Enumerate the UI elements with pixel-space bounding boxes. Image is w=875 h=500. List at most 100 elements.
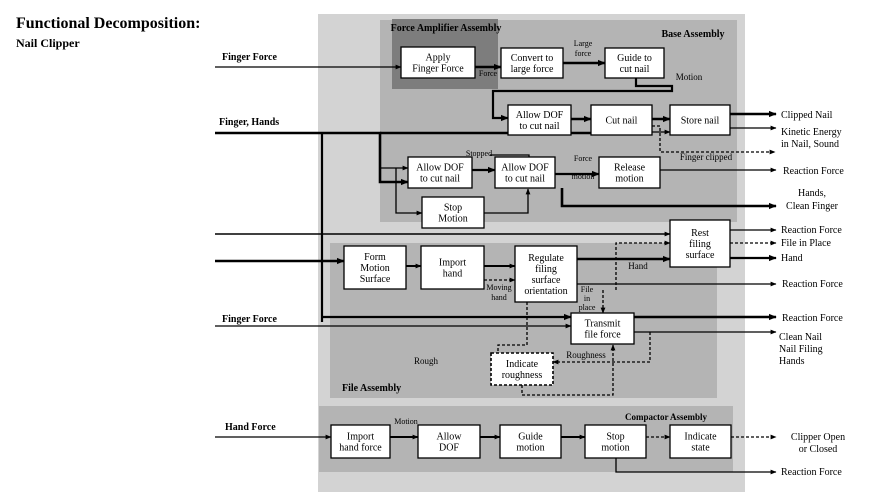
flow-label-rough: Rough (414, 356, 439, 366)
box-transmit-file-force-label-line: file force (584, 330, 621, 341)
box-release-motion (598, 156, 661, 189)
box-import-hand-force (330, 424, 391, 459)
output-reaction-force-5-line: Reaction Force (781, 467, 842, 478)
flow-label-hand-line: Hand (628, 261, 648, 271)
box-allow-dof-b-label-line: Allow DOF (416, 163, 464, 174)
flow-motion-top (491, 78, 674, 122)
box-allow-dof-b (407, 156, 473, 189)
box-rest-filing-label-line: surface (686, 250, 715, 261)
input-finger-force-mid: Finger Force (222, 314, 277, 325)
output-clipped-nail: Clipped Nail (781, 110, 833, 121)
flow-label-rough-line: Rough (414, 356, 439, 366)
output-clean-nail-line: Hands (779, 356, 805, 367)
box-apply-finger-force-label-line: Finger Force (412, 64, 464, 75)
output-file-in-place: File in Place (781, 238, 832, 249)
output-file-in-place-line: File in Place (781, 238, 832, 249)
flow-label-hand: Hand (628, 261, 648, 271)
output-clean-nail-line: Nail Filing (779, 344, 823, 355)
box-stop-motion-top-label-line: Motion (438, 214, 467, 225)
box-regulate-filing-label-line: Regulate (528, 253, 564, 264)
flow-label-force-motion-line: motion (572, 172, 595, 181)
base-assembly-label: Base Assembly (661, 29, 724, 40)
output-reaction-force-3-line: Reaction Force (782, 279, 843, 290)
flow-label-file-in-place-line: File (581, 285, 594, 294)
flow-label-large-force-line: force (575, 49, 592, 58)
flow-finger-clipped (652, 125, 776, 155)
output-reaction-force-1: Reaction Force (783, 166, 844, 177)
box-regulate-filing-label-line: filing (535, 264, 557, 275)
output-clipper-open-closed-line: Clipper Open (791, 432, 845, 443)
flow-label-roughness-line: Roughness (566, 350, 606, 360)
output-kinetic-energy-line: Kinetic Energy (781, 127, 842, 138)
box-indicate-roughness-label-line: roughness (502, 370, 543, 381)
box-allow-dof-label-line: DOF (439, 443, 459, 454)
box-allow-dof-c (494, 156, 556, 189)
box-guide-motion-label-line: Guide (518, 432, 543, 443)
box-cut-nail-label: Cut nail (606, 116, 638, 127)
box-import-hand-force-label-line: hand force (339, 443, 382, 454)
box-indicate-roughness (490, 352, 554, 386)
box-apply-finger-force-label-line: Apply (426, 53, 451, 64)
flow-rough (497, 302, 528, 355)
flow-label-motion-bottom-line: Motion (394, 417, 418, 426)
box-convert-large-force (500, 47, 564, 79)
box-regulate-filing-label-line: surface (532, 275, 561, 286)
box-import-hand-label-line: hand (443, 269, 462, 280)
box-apply-finger-force (400, 46, 476, 79)
flow-label-moving-hand-line: Moving (486, 283, 511, 292)
output-clipped-nail-line: Clipped Nail (781, 110, 833, 121)
box-guide-motion (499, 424, 562, 459)
output-reaction-force-1-line: Reaction Force (783, 166, 844, 177)
flow-stop-to-dof (484, 188, 531, 214)
box-cut-nail-label-line: Cut nail (606, 116, 638, 127)
flow-label-file-in-place-line: place (579, 303, 596, 312)
output-reaction-force-3: Reaction Force (782, 279, 843, 290)
box-transmit-file-force (570, 312, 635, 345)
box-import-hand (420, 245, 485, 290)
flow-label-moving-hand-line: hand (491, 293, 507, 302)
flow-finger-hands-in (215, 131, 409, 186)
flow-reaction-5 (615, 455, 777, 475)
box-release-motion-label-line: motion (615, 174, 643, 185)
output-reaction-force-2: Reaction Force (781, 225, 842, 236)
box-stop-motion-bottom (584, 424, 647, 459)
flow-label-force: Force (479, 69, 498, 78)
box-stop-motion-top-label-line: Stop (444, 203, 462, 214)
output-reaction-force-4-line: Reaction Force (782, 313, 843, 324)
flow-label-stopped-line: Stopped (466, 149, 492, 158)
output-hands-clean-finger-line: Clean Finger (786, 201, 839, 212)
box-transmit-file-force-label-line: Transmit (585, 319, 621, 330)
box-allow-dof (417, 424, 481, 459)
compactor-assembly-label: Compactor Assembly (625, 412, 708, 422)
box-allow-dof-label-line: Allow (437, 432, 463, 443)
flow-dash-rest (615, 240, 671, 290)
output-kinetic-energy-line: in Nail, Sound (781, 139, 839, 150)
flow-label-motion-top-line: Motion (676, 72, 703, 82)
page-subtitle: Nail Clipper (16, 36, 80, 50)
box-store-nail-label: Store nail (681, 116, 720, 127)
box-stop-motion-top (421, 196, 485, 229)
box-guide-motion-label-line: motion (516, 443, 544, 454)
box-indicate-state (669, 424, 732, 459)
box-convert-large-force-label-line: Convert to (511, 53, 554, 64)
flow-label-file-in-place-line: in (584, 294, 590, 303)
box-form-motion (343, 245, 407, 290)
output-hand: Hand (781, 253, 803, 264)
box-import-hand-force-label-line: Import (347, 432, 374, 443)
